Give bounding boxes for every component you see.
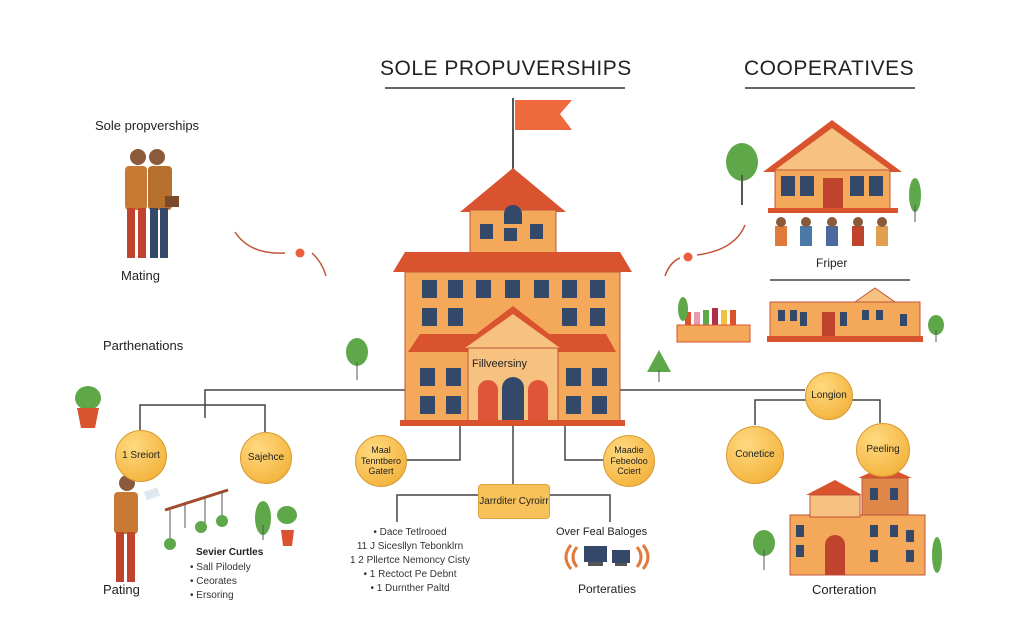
tree-icon [726, 143, 758, 205]
list-item: 1 2 Pllertce Nemoncy Cisty [349, 555, 471, 566]
corporation-building-illustration [789, 466, 926, 576]
house-caption: Friper [816, 256, 848, 270]
list-item: • Sall Pilodely [190, 562, 251, 573]
cooperatives-title: COOPERATIVES [744, 57, 915, 80]
presenter-caption: Pating [103, 582, 140, 597]
cooperative-house-illustration [763, 120, 902, 246]
tree-icon [678, 297, 688, 321]
list-item-text: Ersoring [196, 590, 234, 601]
tree-icon [932, 537, 942, 573]
potted-plant-icon [75, 386, 101, 428]
node-circle: 1 Sreiort [115, 430, 167, 482]
people-caption: Mating [121, 268, 161, 283]
tree-icon [753, 530, 775, 570]
list-item: • Ceorates [190, 576, 237, 587]
list-item: • 1 Rectoct Pe Debnt [363, 569, 457, 580]
tree-icon [647, 350, 671, 382]
list-title: Sevier Curtles [196, 547, 264, 558]
sole-proprietorships-label: Sole propverships [95, 118, 200, 133]
pendulum-chart-icon [164, 488, 229, 550]
computer-monitors-icon [564, 544, 650, 570]
node-circle: Peeling [856, 423, 910, 477]
tree-icon [909, 178, 921, 222]
flag-icon [515, 100, 572, 130]
accent-dot [683, 252, 693, 262]
center-list: • Dace Tetlrooed 11 J Sicesllyn Tebonklr… [345, 526, 475, 596]
list-item-text: Sall Pilodely [196, 562, 251, 573]
tree-icon [255, 501, 271, 540]
center-node-box: Jarrditer Cyroirr [478, 484, 550, 519]
list-item: • Dace Tetlrooed [373, 527, 447, 538]
accent-dot [295, 248, 305, 258]
dashed-arc [664, 224, 746, 277]
long-building-illustration [767, 287, 923, 342]
presenter-illustration [114, 475, 161, 582]
tree-icon [928, 315, 944, 342]
devices-title: Over Feal Baloges [556, 526, 648, 538]
node-circle: Maadie Febeoloo Cciert [603, 435, 655, 487]
dashed-arc [234, 231, 327, 277]
main-title: SOLE PROPUVERSHIPS [380, 57, 632, 80]
connector-lines [139, 279, 910, 522]
node-circle: Longion [805, 372, 853, 420]
bullet-list: • Sall Pilodely • Ceorates • Ersoring [190, 561, 251, 603]
market-stall-icon [676, 308, 751, 343]
list-item-text: Ceorates [196, 576, 237, 587]
list-item: • Ersoring [190, 590, 234, 601]
list-item: 11 J Sicesllyn Tebonklrn [356, 541, 464, 552]
potted-plant-icon [277, 506, 297, 546]
devices-caption: Porteraties [578, 582, 637, 596]
university-building-illustration [393, 98, 632, 426]
tree-icon [346, 338, 368, 380]
node-circle: Conetice [726, 426, 784, 484]
list-item: • 1 Durnther Paltd [370, 583, 450, 594]
node-circle: Maal Tenntbero Gatert [355, 435, 407, 487]
partnerships-label: Parthenations [103, 338, 184, 353]
corporation-caption: Corteration [812, 582, 877, 597]
node-circle: Sajehce [240, 432, 292, 484]
business-partners-illustration [125, 149, 179, 258]
building-sign: Fillveersiny [472, 358, 528, 370]
